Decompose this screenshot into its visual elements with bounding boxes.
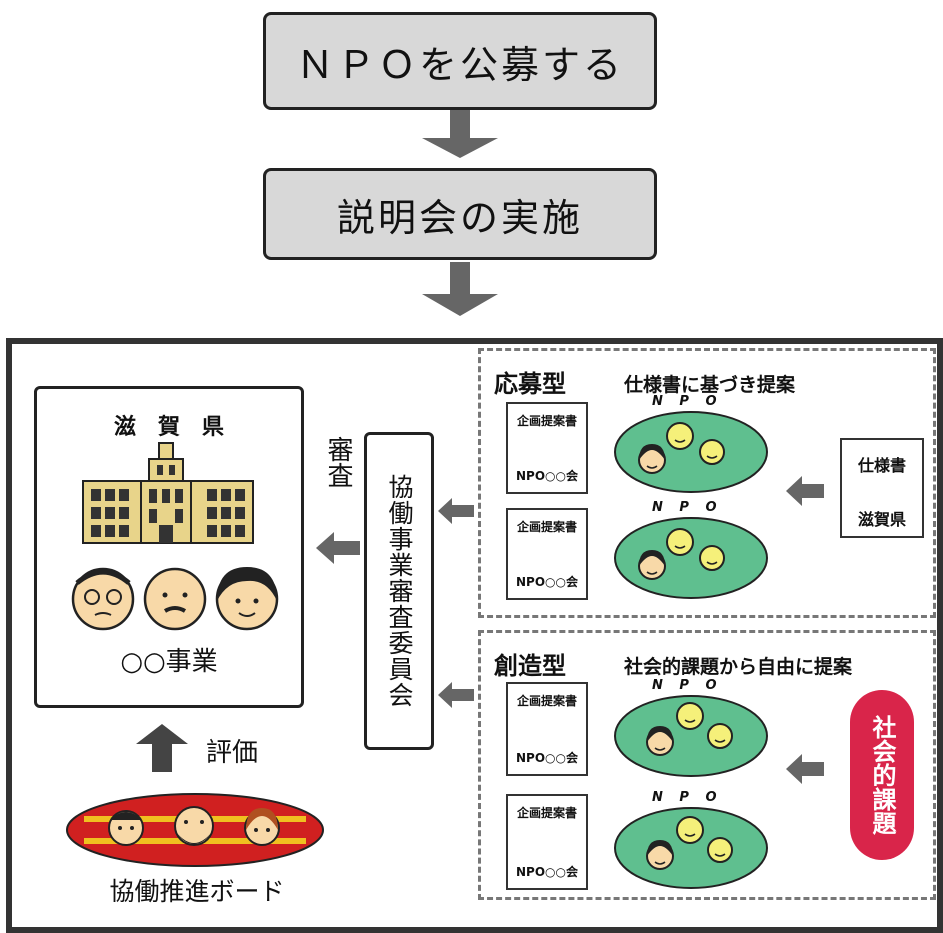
npo-tag: N P O: [652, 790, 723, 805]
proposal-document-org: NPO○○会: [516, 751, 578, 765]
review-committee-box: 協働事業審査委員会: [364, 432, 434, 750]
npo-tag: N P O: [652, 500, 723, 515]
npo-tag: N P O: [652, 678, 723, 693]
proposal-document: 企画提案書 NPO○○会: [506, 682, 588, 776]
specification-issuer: 滋賀県: [857, 510, 906, 529]
step-public-recruitment: ＮＰＯを公募する: [263, 12, 657, 110]
application-type-description: 仕様書に基づき提案: [624, 374, 796, 396]
prefecture-box: 滋 賀 県: [34, 386, 304, 708]
npo-tag: N P O: [652, 394, 723, 409]
promotion-board-label: 協働推進ボード: [109, 877, 285, 906]
review-committee-label: 協働事業審査委員会: [385, 474, 414, 708]
npo-group-icon: [614, 807, 768, 889]
left-arrow-icon: [316, 532, 360, 564]
left-arrow-icon: [786, 754, 824, 784]
prefecture-title: 滋 賀 県: [113, 415, 224, 440]
creation-type-section: [478, 630, 936, 900]
proposal-document: 企画提案書 NPO○○会: [506, 508, 588, 600]
proposal-document-title: 企画提案書: [516, 694, 577, 708]
review-label: 審査: [323, 436, 353, 488]
proposal-document: 企画提案書 NPO○○会: [506, 794, 588, 890]
proposal-document-title: 企画提案書: [516, 414, 577, 428]
government-building-icon: [82, 442, 254, 544]
npo-group-icon: [614, 695, 768, 777]
step-public-recruitment-label: ＮＰＯを公募する: [295, 42, 624, 87]
specification-box: 仕様書 滋賀県: [840, 438, 924, 538]
npo-group-icon: [614, 517, 768, 599]
proposal-document-title: 企画提案書: [516, 806, 577, 820]
application-type-section: [478, 348, 936, 618]
proposal-document-title: 企画提案書: [516, 520, 577, 534]
social-issue-badge: 社会的課題: [850, 690, 914, 860]
evaluation-label: 評価: [206, 738, 259, 768]
proposal-document-org: NPO○○会: [516, 575, 578, 589]
proposal-document: 企画提案書 NPO○○会: [506, 402, 588, 494]
creation-type-label: 創造型: [494, 652, 566, 680]
social-issue-label: 社会的課題: [868, 715, 896, 835]
step-briefing-session: 説明会の実施: [263, 168, 657, 260]
creation-type-description: 社会的課題から自由に提案: [624, 656, 853, 678]
staff-faces-icon: [71, 567, 279, 631]
promotion-board-icon: [66, 793, 324, 867]
npo-group-icon: [614, 411, 768, 493]
proposal-document-org: NPO○○会: [516, 865, 578, 879]
proposal-document-org: NPO○○会: [516, 469, 578, 483]
down-arrow-icon: [422, 110, 498, 158]
up-arrow-icon: [136, 724, 188, 772]
project-name: ○○事業: [120, 647, 218, 677]
specification-label: 仕様書: [857, 456, 906, 475]
down-arrow-icon: [422, 262, 498, 316]
left-arrow-icon: [438, 682, 474, 708]
left-arrow-icon: [438, 498, 474, 524]
left-arrow-icon: [786, 476, 824, 506]
application-type-label: 応募型: [494, 370, 566, 398]
step-briefing-session-label: 説明会の実施: [336, 195, 583, 240]
